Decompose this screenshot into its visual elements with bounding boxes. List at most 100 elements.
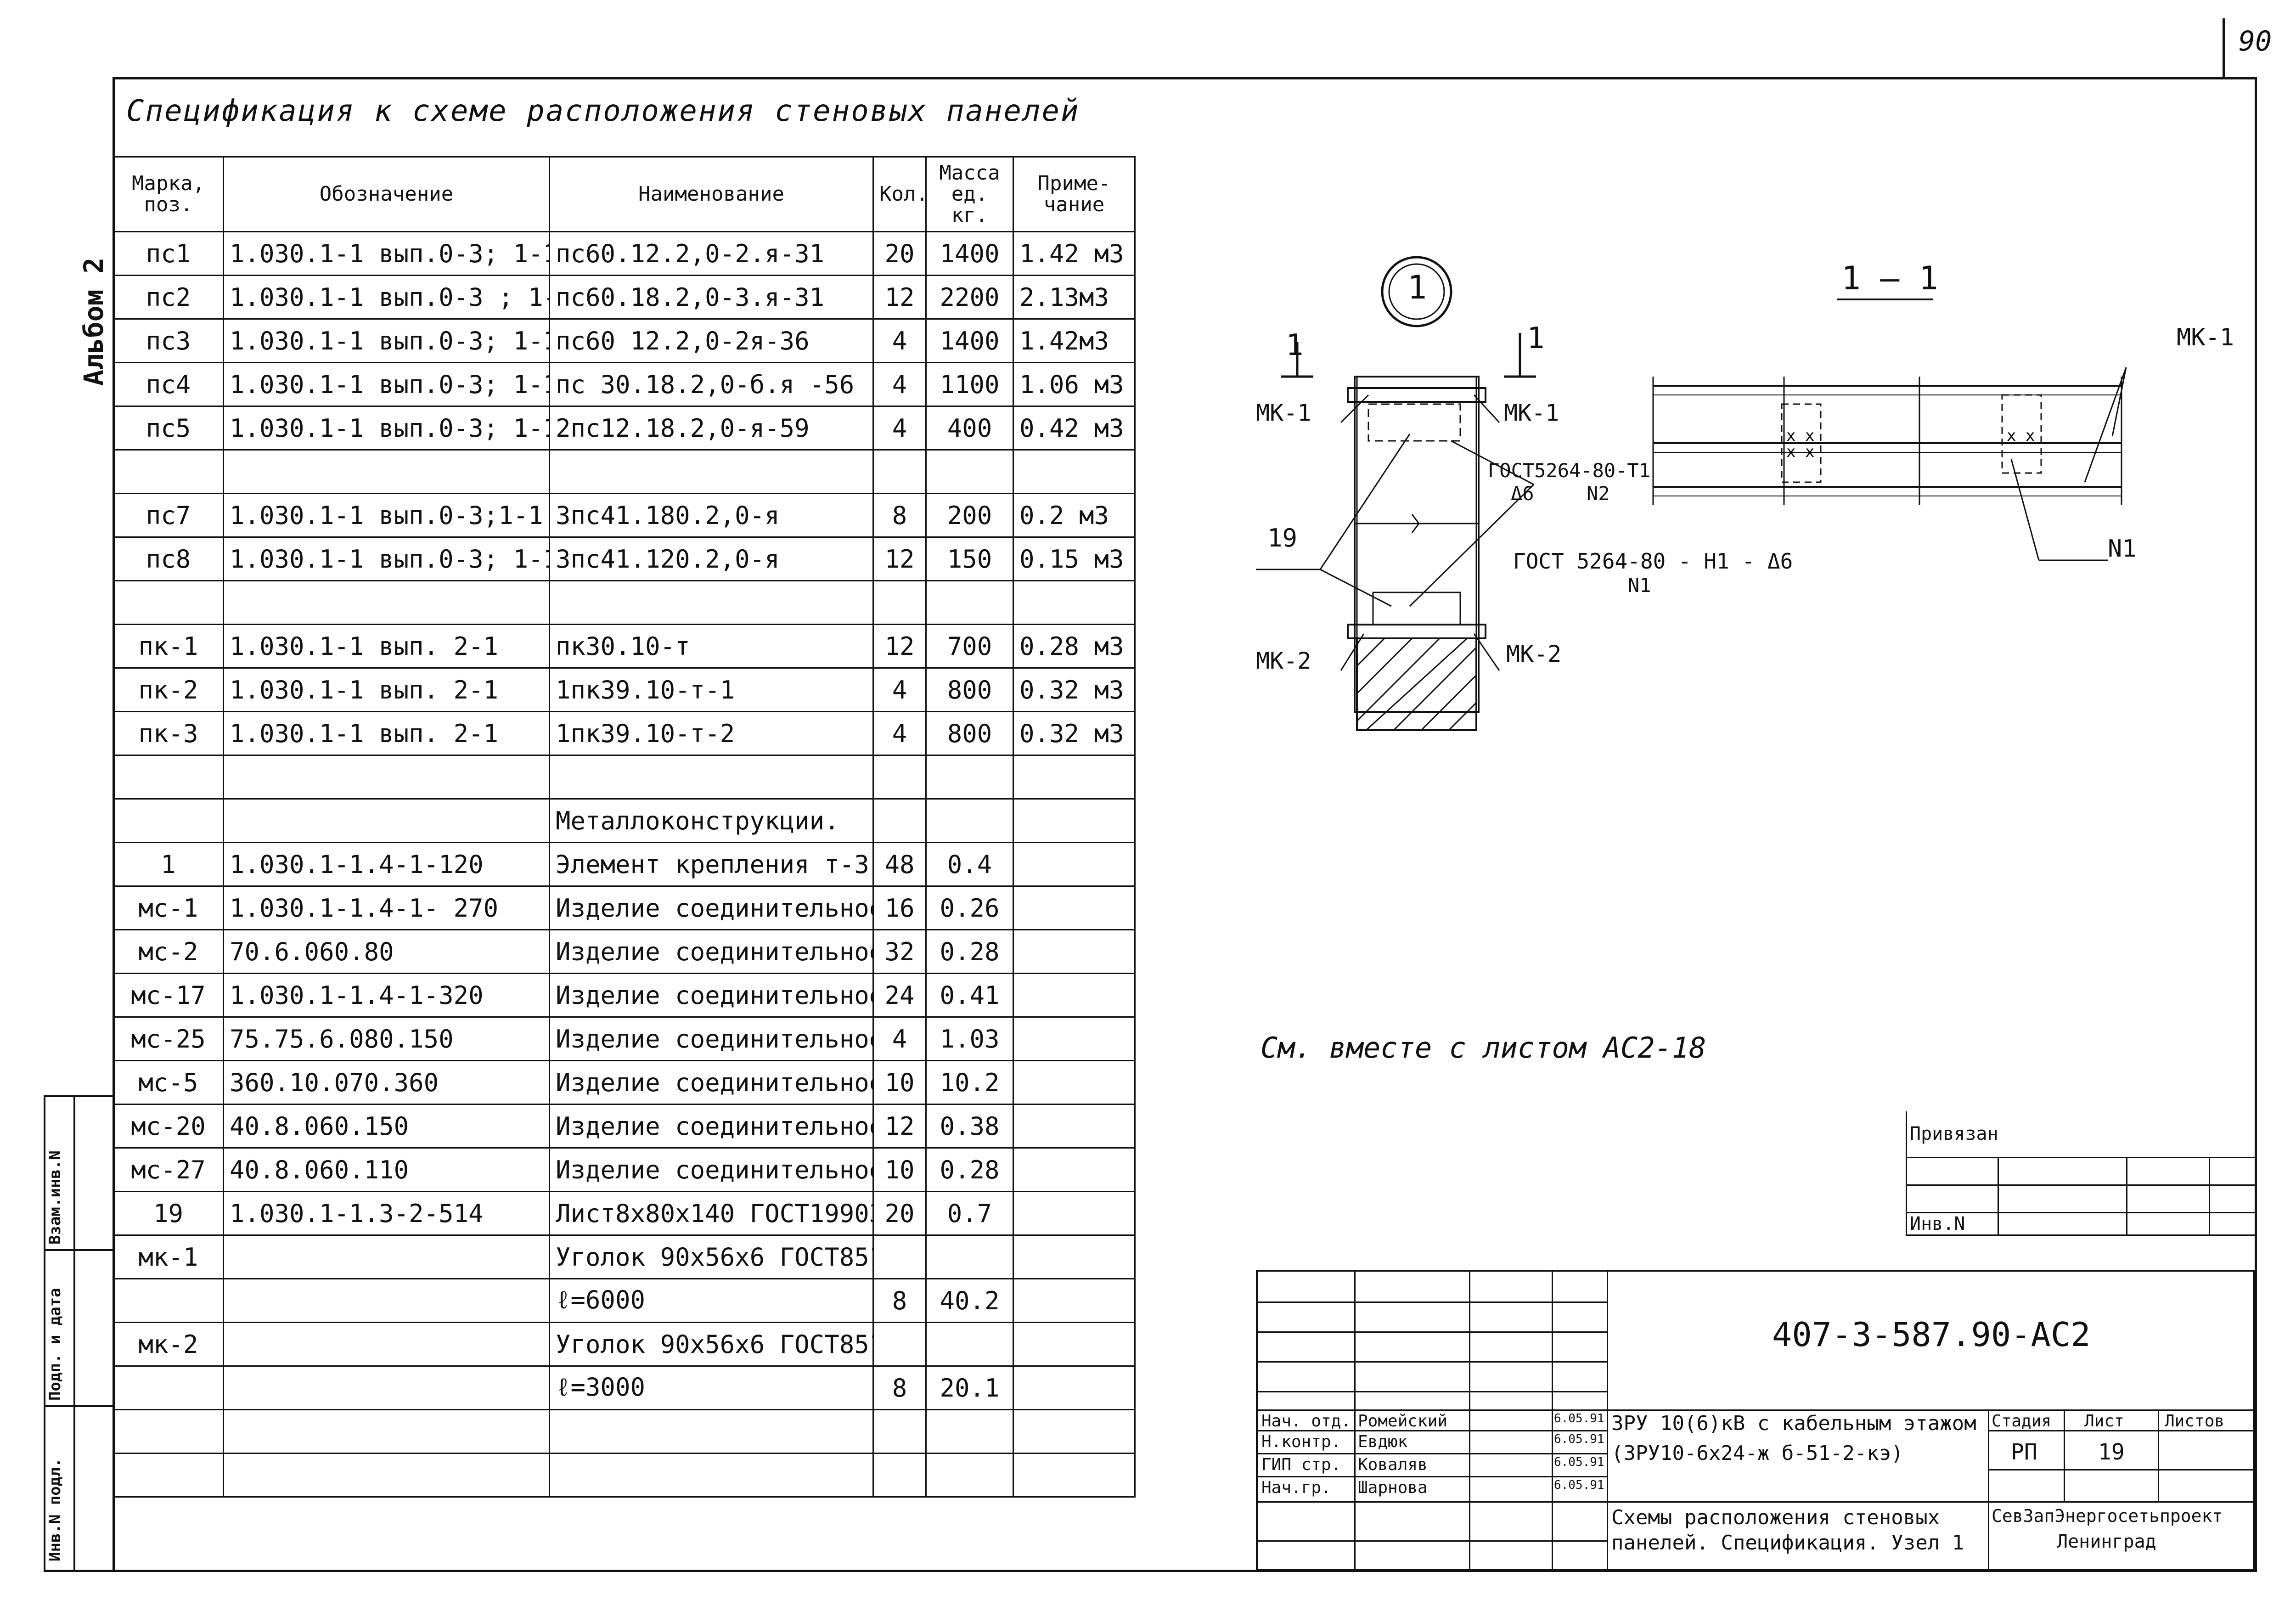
spec-note (1013, 1278, 1136, 1323)
spec-note: 0.2 м3 (1013, 493, 1136, 538)
spec-designation: 1.030.1-1.4-1- 270 (223, 885, 550, 930)
section-label: 1 — 1 (1841, 259, 1938, 297)
spec-note: 1.42 м3 (1013, 231, 1136, 276)
spec-qty (872, 1409, 927, 1454)
org-city: Ленинград (2057, 1531, 2156, 1552)
header-designation: Обозначение (223, 156, 550, 232)
spec-mark: мс-17 (113, 973, 224, 1018)
spec-mass: 800 (925, 711, 1014, 756)
spec-qty: 4 (872, 1016, 927, 1061)
spec-name: Изделие соединительное (549, 885, 874, 930)
weld1-gost: ГОСТ5264-80-Т1 (1488, 459, 1651, 482)
spec-name: 1пк39.10-т-2 (549, 711, 874, 756)
spec-designation: 1.030.1-1 вып. 2-1 (223, 667, 550, 712)
weld2-n: N1 (1628, 574, 1651, 597)
spec-mark: пс5 (113, 406, 224, 451)
weld1-n: N2 (1587, 482, 1610, 505)
bottom-embed (1372, 592, 1461, 625)
spec-designation (223, 1453, 550, 1498)
mk1-section-label: МК-1 (2177, 324, 2234, 351)
spec-mark: пс2 (113, 275, 224, 320)
spec-qty (872, 1453, 927, 1498)
spec-name: ℓ=6000 (549, 1278, 874, 1323)
spec-name: Уголок 90х56х6 ГОСТ8510-86 (549, 1322, 874, 1367)
spec-mark: пк-2 (113, 667, 224, 712)
spec-mass: 0.38 (925, 1104, 1014, 1149)
page-number: 90 (2239, 25, 2272, 57)
spec-mass: 1400 (925, 318, 1014, 363)
spec-designation (223, 755, 550, 800)
spec-mass (925, 798, 1014, 843)
spec-note (1013, 1060, 1136, 1105)
spec-designation: 40.8.060.110 (223, 1147, 550, 1192)
mk2-right-label: МК-2 (1506, 641, 1562, 667)
spec-mark: мс-5 (113, 1060, 224, 1105)
spec-name: Изделие соединительное (549, 1104, 874, 1149)
spec-row (113, 1453, 1136, 1498)
spec-mark (113, 1278, 224, 1323)
spec-name (549, 1453, 874, 1498)
cut-left-label: 1 (1286, 328, 1304, 362)
header-name: Наименование (549, 156, 874, 232)
spec-name: пс 30.18.2,0-б.я -56 (549, 362, 874, 407)
spec-note (1013, 755, 1136, 800)
spec-name: Изделие соединительное (549, 1060, 874, 1105)
spec-qty: 12 (872, 536, 927, 581)
frame-bottom (44, 1570, 2257, 1572)
spec-qty: 4 (872, 362, 927, 407)
spec-note (1013, 885, 1136, 930)
spec-name: пс60.18.2,0-3.я-31 (549, 275, 874, 320)
spec-mark (113, 755, 224, 800)
spec-row (113, 580, 1136, 625)
spec-mass (925, 1322, 1014, 1367)
project-line-2: (ЗРУ10-6х24-ж б-51-2-кэ) (1611, 1442, 1903, 1465)
spec-designation: 1.030.1-1.3-2-514 (223, 1191, 550, 1236)
spec-mark: мс-1 (113, 885, 224, 930)
margin-cell-inv-podl: Инв.N подл. (46, 1458, 64, 1561)
spec-mass: 0.28 (925, 1147, 1014, 1192)
inv-no-label: Инв.N (1906, 1211, 1999, 1236)
spec-qty (872, 1322, 927, 1367)
spec-qty (872, 1234, 927, 1279)
spec-note (1013, 973, 1136, 1018)
privyazan-label: Привязан (1905, 1111, 2257, 1158)
spec-note (1013, 1453, 1136, 1498)
spec-mass (925, 1234, 1014, 1279)
margin-top-edge (44, 1095, 113, 1097)
spec-note (1013, 1191, 1136, 1236)
sig-role: Н.контр. (1261, 1432, 1341, 1451)
spec-designation: 1.030.1-1 вып.0-3; 1-1 (223, 536, 550, 581)
spec-note (1013, 1016, 1136, 1061)
section-n1-label: N1 (2108, 535, 2137, 563)
spec-designation: 40.8.060.150 (223, 1104, 550, 1149)
spec-qty: 10 (872, 1060, 927, 1105)
spec-name (549, 449, 874, 494)
spec-designation: 1.030.1-1 вып.0-3; 1-1 (223, 362, 550, 407)
node-number: 1 (1407, 269, 1427, 306)
spec-mark: мс-2 (113, 929, 224, 974)
spec-note: 0.32 м3 (1013, 711, 1136, 756)
spec-mass: 0.7 (925, 1191, 1014, 1236)
spec-name: пс60.12.2,0-2.я-31 (549, 231, 874, 276)
spec-note (1013, 842, 1136, 887)
top-angle (1347, 387, 1486, 403)
foundation-hatch (1356, 637, 1477, 731)
weld1-size: Δ6 (1511, 482, 1534, 505)
spec-mass (925, 449, 1014, 494)
cut-right-label: 1 (1527, 321, 1545, 355)
album-label: Альбом 2 (78, 257, 109, 386)
spec-mark: мс-27 (113, 1147, 224, 1192)
spec-table: Марка, поз. Обозначение Наименование Кол… (113, 156, 1136, 1498)
spec-designation (223, 798, 550, 843)
spec-note (1013, 1234, 1136, 1279)
